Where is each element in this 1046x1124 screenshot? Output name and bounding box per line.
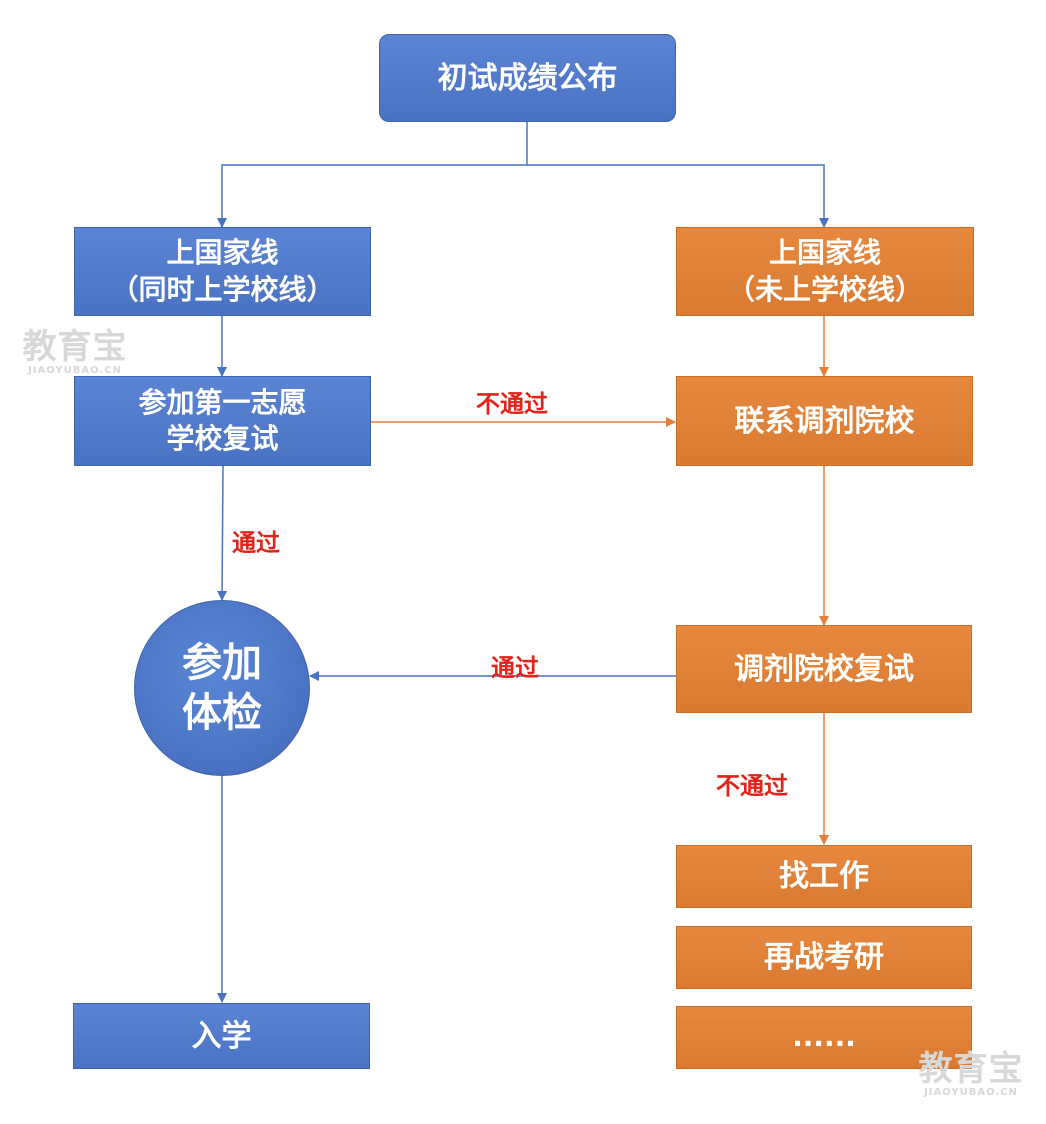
node-label-line-1: 参加 [182,640,262,686]
node-retake-exam-label: 再战考研 [764,940,884,975]
node-find-job-label: 找工作 [779,859,869,894]
edge-label-pass-first-choice: 通过 [232,529,280,557]
node-retake-exam: 再战考研 [676,926,972,989]
node-label-line-2: （同时上学校线） [110,272,335,306]
node-adjustment-retest-label: 调剂院校复试 [734,651,914,687]
watermark-text: 教育宝 [22,327,128,367]
node-label-line-1: 参加第一志愿 [138,385,307,419]
node-contact-adjustment-schools: 联系调剂院校 [676,376,973,466]
node-other-options: ...... [676,1006,972,1069]
connector-start-to-right [527,164,829,228]
node-contact-adjustment-label: 联系调剂院校 [734,403,915,439]
edge-label-fail-first-choice: 不通过 [476,390,548,418]
node-label-line-2: （未上学校线） [726,272,923,306]
node-label-line-2: 体检 [182,690,262,736]
connector-first-choice-to-exam [217,465,228,601]
watermark-logo-bottom: 教育宝 JIAOYUBAO.CN [914,1052,1028,1098]
edge-label-pass-adjustment: 通过 [491,654,539,682]
watermark-domain: JIAOYUBAO.CN [28,365,122,376]
node-initial-results: 初试成绩公布 [379,34,676,122]
watermark-text: 教育宝 [918,1049,1024,1089]
edge-label-fail-adjustment: 不通过 [716,772,788,800]
node-label-line-1: 上国家线 [768,236,881,270]
node-adjustment-retest: 调剂院校复试 [676,625,972,713]
node-national-line-with-school-line: 上国家线 （同时上学校线） [74,227,371,316]
node-enroll-label: 入学 [191,1018,252,1054]
node-label-line-2: 学校复试 [166,422,279,455]
node-initial-results-label: 初试成绩公布 [437,60,618,96]
node-physical-exam: 参加 体检 [134,600,310,776]
node-label-line-1: 上国家线 [166,236,279,270]
node-first-choice-retest: 参加第一志愿 学校复试 [74,376,371,466]
connector-start-to-left [217,122,528,228]
node-national-line-without-school-line: 上国家线 （未上学校线） [676,227,974,316]
node-other-options-label: ...... [792,1020,856,1054]
watermark-domain: JIAOYUBAO.CN [924,1087,1018,1098]
node-find-job: 找工作 [676,845,972,908]
watermark-logo-top: 教育宝 JIAOYUBAO.CN [18,330,132,376]
node-enroll: 入学 [73,1003,370,1069]
